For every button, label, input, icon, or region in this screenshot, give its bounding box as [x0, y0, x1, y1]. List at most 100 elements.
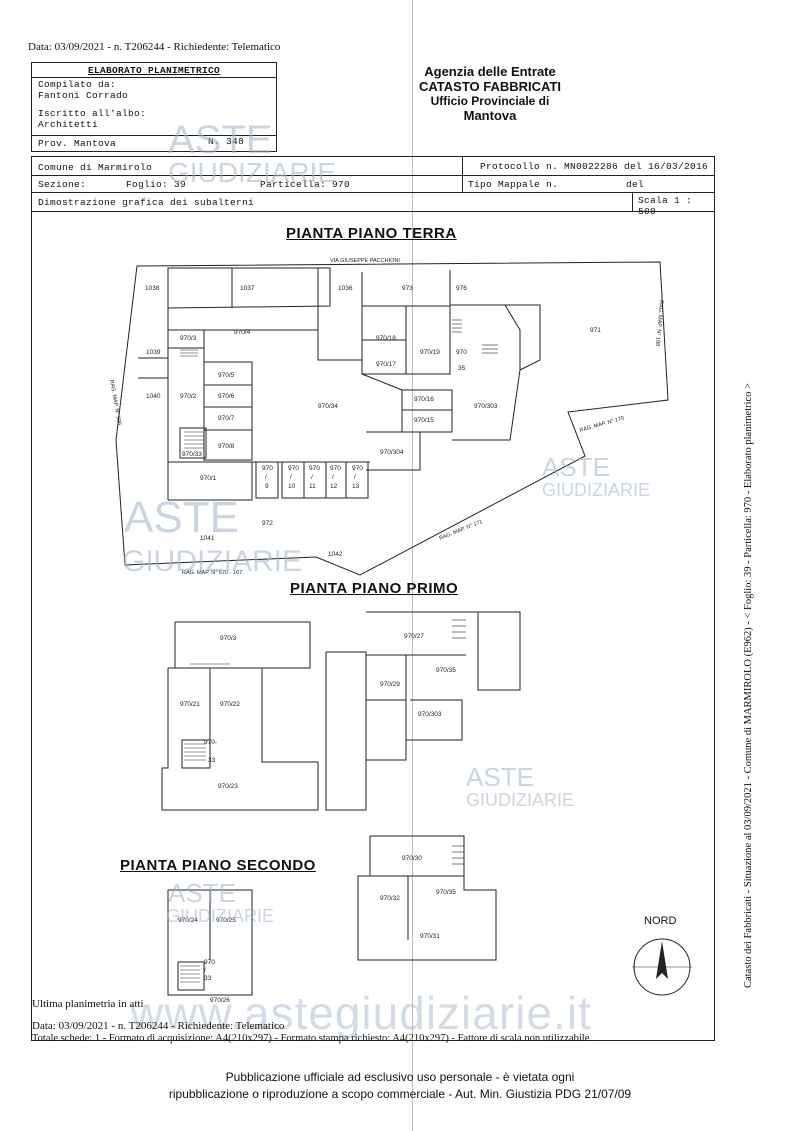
pianta-primo-title: PIANTA PIANO PRIMO — [290, 580, 459, 597]
svg-text:/: / — [265, 474, 267, 481]
iscritto-value: Architetti — [38, 119, 99, 130]
svg-text:970/4: 970/4 — [234, 329, 251, 336]
svg-text:VIA GIUSEPPE PACCHIONI: VIA GIUSEPPE PACCHIONI — [330, 258, 400, 264]
svg-text:/: / — [204, 967, 206, 974]
particella-value: Particella: 970 — [260, 179, 351, 190]
watermark-brand-bottom-3: GIUDIZIARIE — [542, 480, 651, 500]
watermark-brand-bottom-2: GIUDIZIARIE — [122, 545, 303, 578]
svg-text:973: 973 — [402, 285, 413, 292]
side-catasto-text: Catasto dei Fabbricati - Situazione al 0… — [743, 383, 754, 988]
svg-text:970/3: 970/3 — [220, 635, 237, 642]
svg-text:33: 33 — [208, 757, 216, 764]
protocollo-value: Protocollo n. MN0022286 del 16/03/2016 — [480, 161, 709, 172]
svg-text:10: 10 — [288, 483, 296, 490]
svg-text:/: / — [332, 474, 334, 481]
ultima-planimetria: Ultima planimetria in atti — [32, 998, 144, 1010]
svg-text:RAG. MAP. N° 188: RAG. MAP. N° 188 — [654, 300, 664, 346]
svg-text:970: 970 — [288, 465, 299, 472]
svg-text:/: / — [354, 474, 356, 481]
svg-text:970: 970 — [330, 465, 341, 472]
footer-line1: Data: 03/09/2021 - n. T206244 - Richiede… — [32, 1020, 285, 1032]
svg-text:970/303: 970/303 — [474, 403, 498, 410]
svg-text:970/21: 970/21 — [180, 701, 200, 708]
svg-text:970/19: 970/19 — [420, 349, 440, 356]
watermark-brand-top-5: ASTE — [168, 878, 236, 908]
pub-line2: ripubblicazione o riproduzione a scopo c… — [168, 1087, 632, 1101]
watermark-brand-top: ASTE — [168, 118, 273, 162]
page-fold-line — [412, 0, 413, 1131]
label-1038: 1038 — [145, 285, 160, 292]
agency-line3: Ufficio Provinciale di — [430, 94, 550, 108]
svg-text:970: 970 — [352, 465, 363, 472]
svg-text:RAG. MAP. N° 570 - 167: RAG. MAP. N° 570 - 167 — [182, 570, 242, 576]
info-table: Comune di Marmirolo Sezione: Foglio: 39 … — [31, 156, 715, 217]
svg-text:/: / — [290, 474, 292, 481]
svg-text:9: 9 — [265, 483, 269, 490]
svg-text:970/3: 970/3 — [180, 335, 197, 342]
compilato-label: Compilato da: — [38, 79, 117, 90]
svg-text:1042: 1042 — [328, 551, 343, 558]
svg-text:970/26: 970/26 — [210, 997, 230, 1004]
svg-text:970/29: 970/29 — [380, 681, 400, 688]
pianta-terra-title: PIANTA PIANO TERRA — [286, 225, 457, 242]
svg-text:970: 970 — [204, 959, 215, 966]
svg-text:970/304: 970/304 — [380, 449, 404, 456]
svg-text:970: 970 — [309, 465, 320, 472]
compilato-name: Fantoni Corrado — [38, 90, 129, 101]
svg-text:970/17: 970/17 — [376, 361, 396, 368]
pianta-secondo-title: PIANTA PIANO SECONDO — [120, 857, 316, 874]
svg-text:972: 972 — [262, 520, 273, 527]
svg-text:970/33: 970/33 — [182, 451, 202, 458]
svg-text:1036: 1036 — [338, 285, 353, 292]
iscritto-label: Iscritto all'albo: — [38, 108, 147, 119]
svg-text:970/31: 970/31 — [420, 933, 440, 940]
svg-text:970/35: 970/35 — [436, 667, 456, 674]
svg-text:970/32: 970/32 — [380, 895, 400, 902]
nord-label: NORD — [644, 915, 677, 927]
svg-text:970/16: 970/16 — [414, 396, 434, 403]
svg-text:970/5: 970/5 — [218, 372, 235, 379]
watermark-brand-bottom-5: GIUDIZIARIE — [166, 906, 275, 926]
agency-header: Agenzia delle Entrate CATASTO FABBRICATI… — [380, 64, 600, 123]
agency-line4: Mantova — [463, 108, 517, 123]
comune-value: Comune di Marmirolo — [38, 162, 153, 173]
svg-text:/: / — [311, 474, 313, 481]
svg-text:970/24: 970/24 — [178, 917, 198, 924]
svg-text:976: 976 — [456, 285, 467, 292]
svg-text:971: 971 — [590, 327, 601, 334]
del-label: del — [626, 179, 645, 190]
svg-text:1041: 1041 — [200, 535, 215, 542]
top-date-line: Data: 03/09/2021 - n. T206244 - Richiede… — [28, 41, 281, 53]
elaborato-box: ELABORATO PLANIMETRICO Compilato da: Fan… — [31, 62, 277, 152]
svg-text:35: 35 — [458, 365, 466, 372]
svg-text:970/35: 970/35 — [436, 889, 456, 896]
svg-text:970/27: 970/27 — [404, 633, 424, 640]
scala-value: Scala 1 : 500 — [638, 195, 693, 217]
svg-text:33: 33 — [204, 975, 212, 982]
dimostrazione-label: Dimostrazione grafica dei subalterni — [38, 197, 255, 208]
watermark-brand-bottom: GIUDIZIARIE — [168, 157, 337, 188]
pub-line1: Pubblicazione ufficiale ad esclusivo uso… — [225, 1070, 575, 1084]
svg-text:970/23: 970/23 — [218, 783, 238, 790]
svg-text:970-: 970- — [204, 739, 217, 746]
agency-line2: CATASTO FABBRICATI — [418, 79, 562, 94]
svg-text:1037: 1037 — [240, 285, 255, 292]
svg-text:970/22: 970/22 — [220, 701, 240, 708]
svg-text:1039: 1039 — [146, 349, 161, 356]
north-arrow-icon — [632, 938, 692, 996]
foglio-value: Foglio: 39 — [126, 179, 187, 190]
svg-text:970/15: 970/15 — [414, 417, 434, 424]
footer-line2: Totale schede: 1 - Formato di acquisizio… — [32, 1033, 590, 1044]
svg-text:970/34: 970/34 — [318, 403, 338, 410]
watermark-brand-bottom-4: GIUDIZIARIE — [466, 790, 575, 810]
drawing-frame — [31, 210, 715, 1041]
elaborato-title: ELABORATO PLANIMETRICO — [87, 65, 221, 76]
svg-text:970/7: 970/7 — [218, 415, 235, 422]
prov-value: Prov. Mantova — [38, 138, 117, 149]
svg-text:970/8: 970/8 — [218, 443, 235, 450]
svg-text:13: 13 — [352, 483, 360, 490]
svg-text:970/1: 970/1 — [200, 475, 217, 482]
